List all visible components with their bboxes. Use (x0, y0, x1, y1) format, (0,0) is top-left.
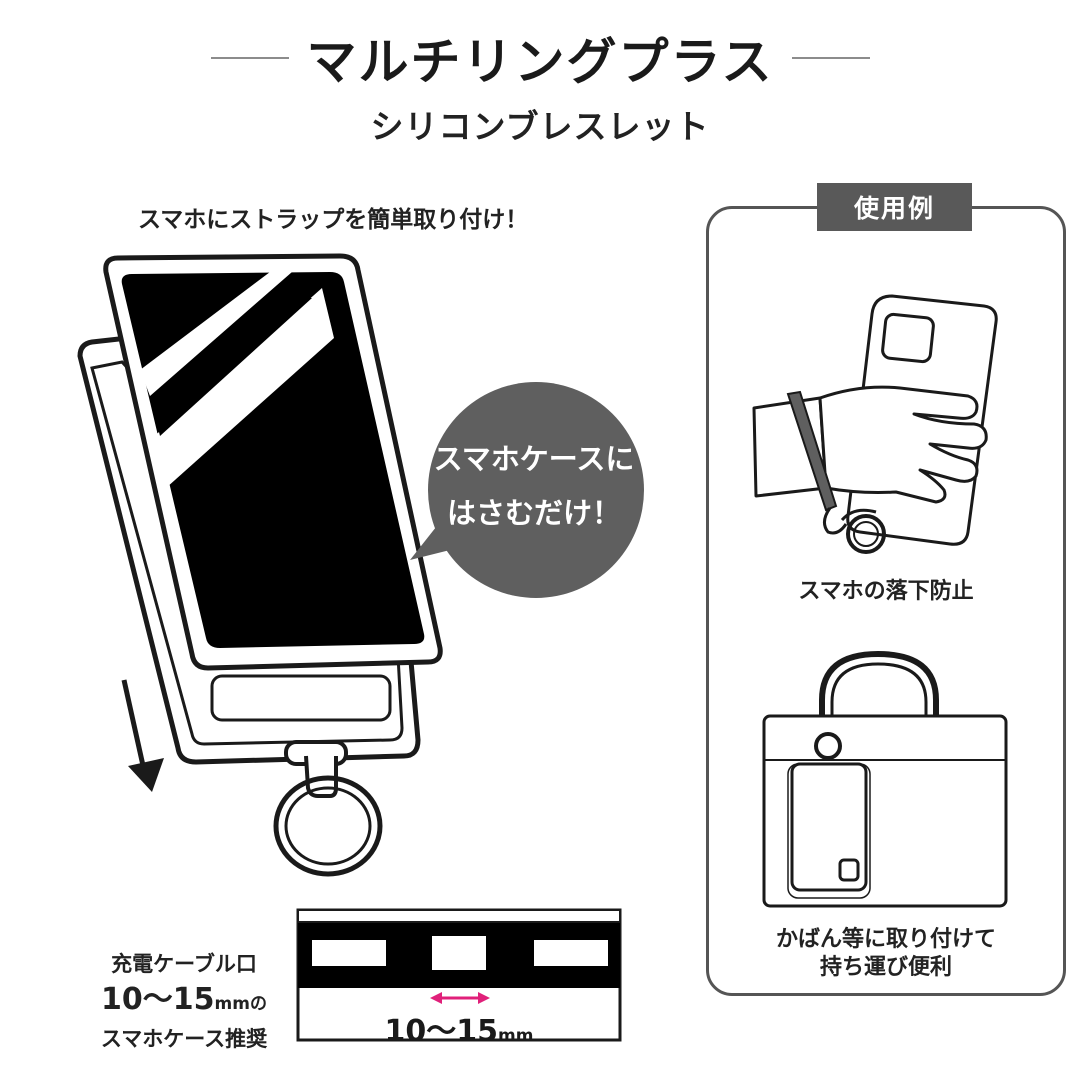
cable-note-suffix: の (249, 994, 267, 1014)
port-width-value: 10〜15 (384, 1014, 499, 1049)
port-width-label: 10〜15mm (298, 1006, 620, 1050)
usage-label-bag-line-1: かばん等に取り付けて (775, 927, 996, 952)
cable-note-value: 10〜15 (101, 982, 215, 1017)
usage-label-bag-line-2: 持ち運び便利 (819, 955, 952, 980)
cable-port-diagram (296, 908, 622, 1042)
width-arrow-icon (430, 992, 490, 1004)
bubble-line-2: はさむだけ！ (446, 496, 621, 530)
bag-illustration (762, 651, 1008, 908)
phone-case-illustration (77, 253, 443, 877)
page-subtitle: シリコンブレスレット (370, 107, 710, 146)
cable-note-line-2: 10〜15mmの (74, 980, 294, 1024)
title-row: マルチリングプラス (0, 22, 1080, 94)
hanging-phone (790, 762, 868, 892)
hanging-phone-camera (838, 858, 860, 882)
bubble-line-1: スマホケースに (433, 442, 635, 476)
bag-handle-inner (830, 662, 928, 748)
phone-front (103, 253, 443, 671)
speaker-slot-left (312, 940, 386, 966)
speech-bubble-text: スマホケースに はさむだけ！ (424, 432, 644, 540)
bracelet-ring (846, 514, 886, 554)
charge-port (432, 936, 486, 970)
speaker-slot-right (534, 940, 608, 966)
cable-note-line-3: スマホケース推奨 (100, 1027, 268, 1051)
bag-handle (819, 651, 939, 748)
port-width-unit: mm (498, 1026, 534, 1046)
speech-bubble (410, 382, 644, 598)
bracelet-strap (786, 390, 838, 512)
hand (818, 385, 988, 504)
usage-example-tag: 使用例 (817, 183, 972, 231)
speech-bubble-tail (410, 522, 458, 560)
strap-ring (273, 775, 383, 877)
down-arrow-icon (121, 679, 164, 792)
attach-caption: スマホにストラップを簡単取り付け！ (138, 207, 529, 233)
usage-label-drop-prevention: スマホの落下防止 (798, 579, 974, 604)
cable-port-note: 充電ケーブル口 10〜15mmの スマホケース推奨 (74, 948, 294, 1054)
camera-icon (881, 312, 935, 364)
usage-label-bag: かばん等に取り付けて 持ち運び便利 (706, 926, 1066, 982)
bag-ring (814, 732, 842, 760)
page-title: マルチリングプラス (306, 33, 774, 91)
speech-bubble-body (428, 382, 644, 598)
title-line-right (791, 57, 870, 59)
title-line-left (210, 57, 289, 59)
hand-phone-illustration (752, 294, 998, 554)
cable-note-line-1: 充電ケーブル口 (111, 952, 257, 976)
cable-note-unit: mm (214, 994, 250, 1014)
